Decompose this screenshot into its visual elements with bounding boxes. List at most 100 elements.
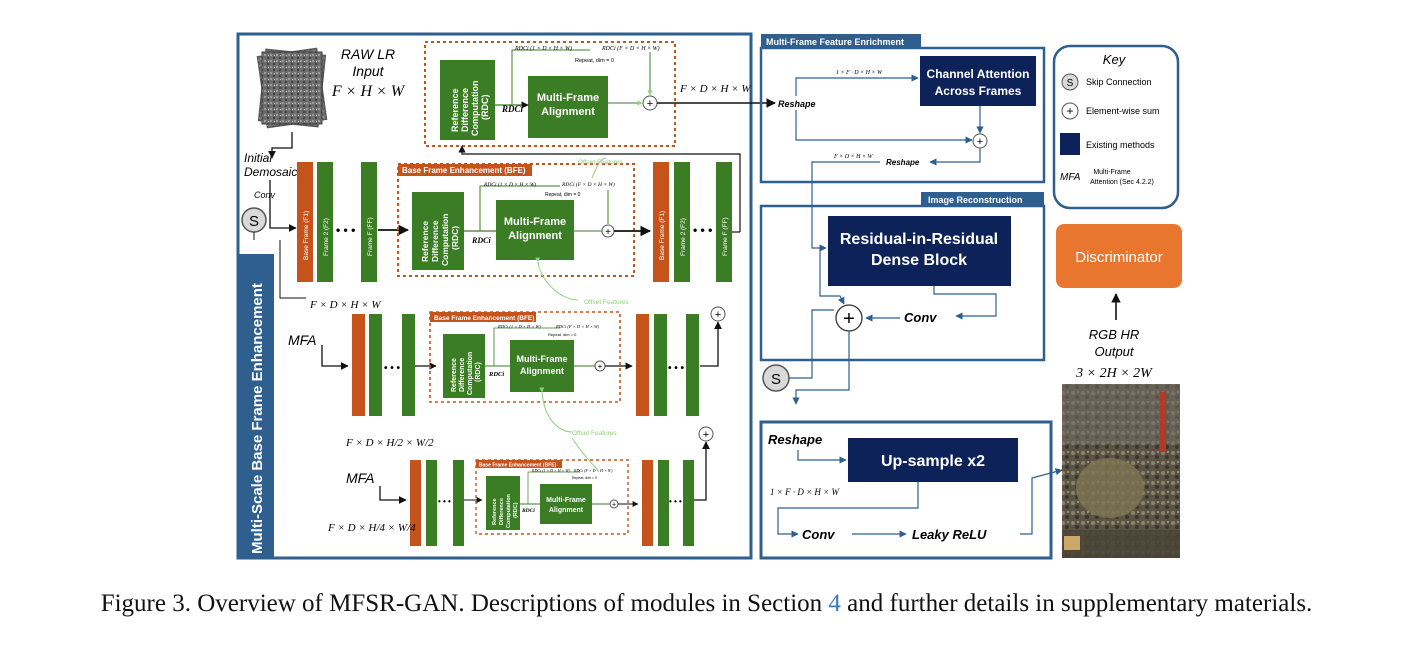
s1-offset-label: Offset Features — [578, 159, 623, 166]
s3-rdc-l2: Difference — [499, 498, 505, 525]
s1-out-base-text: Base Frame (F1) — [659, 211, 666, 260]
key-skip-symbol: S — [1067, 78, 1074, 89]
s1-f2-text: Frame 2 (F2) — [323, 218, 330, 256]
top-rdc-l1: Reference — [450, 88, 460, 132]
s3-repeat: Repeat, dim = 0 — [572, 476, 597, 480]
s1-dims: F × D × H × W — [309, 299, 381, 311]
key-sum-label: Element-wise sum — [1086, 106, 1160, 116]
key-panel — [1052, 44, 1180, 210]
upsample-conv: Conv — [802, 527, 835, 542]
s3-rdc-l4: (RDC) — [513, 502, 519, 518]
channel-attention-box — [920, 56, 1036, 106]
s2-sum-symbol: + — [598, 362, 603, 371]
initial-label-1: Initial — [244, 151, 272, 165]
s3-rdc-label: RDCi — [521, 508, 535, 514]
top-rdc-top2: RDCi (F × D × H × W) — [601, 45, 660, 52]
rrdb-l1: Residual-in-Residual — [840, 231, 998, 248]
s2-offset-label: Offset Features — [584, 299, 629, 306]
figure-caption: Figure 3. Overview of MFSR-GAN. Descript… — [0, 590, 1413, 618]
key-sum-icon — [1061, 102, 1079, 120]
key-title: Key — [1103, 52, 1127, 67]
s3-dots: • • • — [438, 497, 451, 506]
s1-rdc-top2: RDCi (F × D × H × W) — [561, 181, 615, 188]
discriminator-box — [1056, 224, 1182, 288]
s3-out-frame-f — [683, 460, 694, 546]
s3-offset-label: Offset Features — [572, 430, 617, 437]
top-mfa-l1: Multi-Frame — [537, 92, 599, 104]
caption-text-2: and further details in supplementary mat… — [840, 590, 1313, 617]
channel-attention-l2: Across Frames — [935, 84, 1022, 98]
upsample-panel — [759, 420, 1053, 560]
input-dims: F × H × W — [331, 83, 406, 100]
top-rdc-l4: (RDC) — [480, 95, 490, 121]
s3-rdc-top2: RDCi (F × D × H × W) — [573, 468, 613, 473]
s2-rdc-top2: RDCi (F × D × H × W) — [555, 324, 600, 329]
raw-input-image — [256, 47, 328, 129]
s2-base-frame — [352, 314, 365, 416]
s3-rdc-top1: RDCi (1 × D × H × W) — [531, 468, 571, 473]
upsample-reshape: Reshape — [768, 432, 822, 447]
top-mfa-box — [528, 76, 608, 138]
initial-label-2: Demosaic — [244, 165, 297, 179]
s2-rdc-l2: Difference — [459, 358, 466, 392]
recon-conv-label: Conv — [904, 310, 937, 325]
upsample-label: Up-sample x2 — [881, 453, 985, 470]
s3-sum-symbol: + — [612, 502, 616, 509]
s2-rdc-l1: Reference — [451, 358, 458, 392]
s3-mfa-label: MFA — [346, 470, 375, 486]
s2-mfa-box — [510, 340, 574, 392]
reconstruction-title-bar — [921, 192, 1044, 206]
s1-dots: • • • — [336, 223, 355, 237]
caption-text-1: Figure 3. Overview of MFSR-GAN. Descript… — [100, 590, 829, 617]
s3-bfe-title: Base Frame Enhancement (BFE) — [479, 463, 557, 469]
s1-repeat: Repeat, dim = 0 — [545, 192, 581, 198]
output-l1: RGB HR — [1089, 327, 1140, 342]
upsample-dims: 1 × F · D × H × W — [770, 487, 840, 497]
top-bfe-box — [424, 41, 676, 147]
caption-section-link[interactable]: 4 — [828, 590, 841, 617]
s3-rdc-box — [486, 476, 520, 530]
channel-attention-l1: Channel Attention — [927, 67, 1030, 81]
top-sum-symbol: + — [647, 98, 653, 110]
side-label-bar — [238, 254, 274, 558]
s3-frame-2 — [426, 460, 437, 546]
s1-base-frame — [297, 162, 313, 282]
top-rdc-l3: Computation — [470, 81, 480, 137]
s1-sum-symbol: + — [605, 227, 611, 238]
input-title-1: RAW LR — [341, 46, 395, 62]
s2-rdc-box — [443, 334, 485, 398]
top-output-dims: F × D × H × W — [679, 83, 751, 95]
s2-rdc-l3: Computation — [467, 352, 474, 395]
s3-top-sum-symbol: + — [703, 429, 709, 441]
key-sum-symbol: + — [1066, 104, 1073, 118]
output-image — [1062, 384, 1180, 558]
key-skip-label: Skip Connection — [1086, 77, 1152, 87]
s3-frame-f — [453, 460, 464, 546]
key-existing-label: Existing methods — [1086, 140, 1155, 150]
s2-rdc-top1: RDCi (1 × D × H × W) — [497, 324, 541, 329]
s3-out-base-frame — [642, 460, 653, 546]
key-mfa-desc2: Attention (Sec 4.2.2) — [1090, 179, 1154, 186]
conv-label: Conv — [254, 190, 276, 200]
key-skip-icon — [1061, 73, 1079, 91]
s2-mfa-l1: Multi-Frame — [516, 354, 567, 364]
s2-out-dots: • • • — [668, 363, 685, 374]
enrichment-dims-bottom: F × D × H × W — [833, 154, 873, 160]
top-repeat: Repeat, dim = 0 — [575, 58, 614, 64]
s1-mfa-box — [496, 200, 574, 260]
s1-out-frame-f — [716, 162, 732, 282]
s2-mfa-l2: Alignment — [520, 366, 564, 376]
s1-frame-2 — [317, 162, 333, 282]
s3-top-sum-icon — [698, 426, 714, 442]
s2-out-frame-2 — [654, 314, 667, 416]
s2-repeat: Repeat, dim = 0 — [548, 332, 577, 337]
upsample-relu: Leaky ReLU — [912, 527, 987, 542]
s2-dots: • • • — [384, 363, 401, 374]
s2-dims: F × D × H/2 × W/2 — [345, 437, 434, 449]
s2-rdc-label: RDCi — [488, 371, 504, 378]
input-title-2: Input — [352, 63, 384, 79]
s2-frame-f — [402, 314, 415, 416]
top-rdc-top1: RDCi (1 × D × H × W) — [514, 45, 572, 52]
enrichment-reshape-out: Reshape — [886, 158, 920, 167]
